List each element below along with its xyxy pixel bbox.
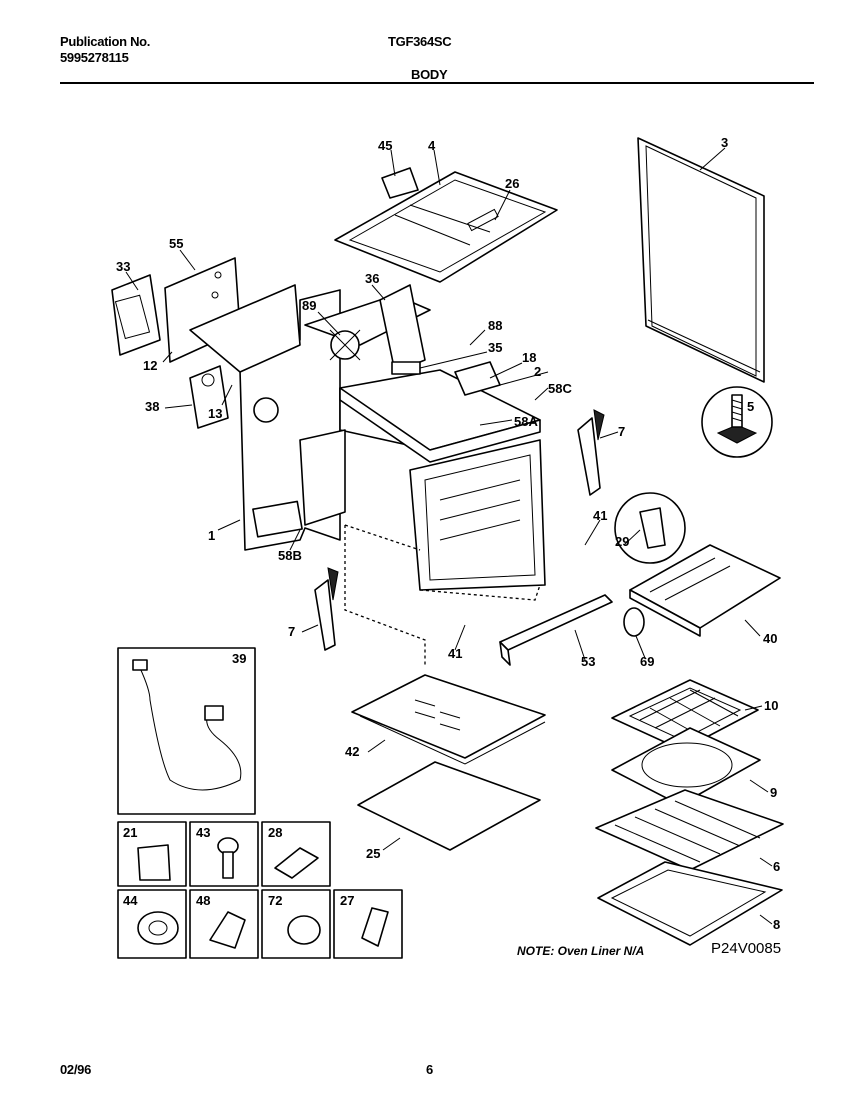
label-10: 10 [764,698,778,713]
rail-part-53 [499,594,613,666]
label-25: 25 [366,846,380,861]
cap-part-69 [623,607,645,637]
label-28: 28 [268,825,282,840]
label-7-right: 7 [618,424,625,439]
label-8: 8 [773,917,780,932]
gasket-part-7-right [577,409,605,496]
label-33: 33 [116,259,130,274]
detail-box-part-21 [117,821,187,887]
detail-box-part-28 [261,821,331,887]
broiler-grid-part-10 [611,679,759,751]
label-7-left: 7 [288,624,295,639]
detail-box-part-43 [189,821,259,887]
insulation-part-38 [189,365,229,429]
label-41-upper: 41 [593,508,607,523]
label-18: 18 [522,350,536,365]
label-1: 1 [208,528,215,543]
label-53: 53 [581,654,595,669]
label-38: 38 [145,399,159,414]
broiler-drawer-part-40 [629,544,781,637]
label-42: 42 [345,744,359,759]
label-45: 45 [378,138,392,153]
label-13: 13 [208,406,222,421]
label-4: 4 [428,138,436,153]
label-27: 27 [340,893,354,908]
broiler-pan-part-9 [611,727,761,806]
label-2: 2 [534,364,541,379]
oven-tray-part-8 [597,861,783,946]
motor-part-89 [329,329,361,361]
side-panel-part-3 [637,137,765,383]
label-40: 40 [763,631,777,646]
burner-bracket-part-35 [391,361,421,375]
label-36: 36 [365,271,379,286]
label-26: 26 [505,176,519,191]
label-6: 6 [773,859,780,874]
label-9: 9 [770,785,777,800]
footer-date: 02/96 [60,1062,92,1077]
model-number: TGF364SC [388,34,452,49]
label-21: 21 [123,825,137,840]
page-number: 6 [426,1062,433,1077]
leveling-leg-part-5 [701,386,773,458]
bottom-panel-part-25 [357,761,541,851]
oven-bottom-part-42 [351,674,546,765]
detail-box-part-44 [117,889,187,959]
publication-number: 5995278115 [60,50,129,65]
gasket-part-7-left [314,567,339,651]
label-58B: 58B [278,548,302,563]
section-title: BODY [411,67,448,82]
part-labels: 45 4 26 3 55 33 36 89 88 35 18 2 58C 12 … [116,135,780,932]
label-29: 29 [615,534,629,549]
label-39: 39 [232,651,246,666]
label-58A: 58A [514,414,538,429]
bracket-part-45 [381,167,419,199]
drawing-code: P24V0085 [711,940,781,957]
label-69: 69 [640,654,654,669]
bracket-part-33 [111,274,161,356]
label-48: 48 [196,893,210,908]
leader-lines [125,147,773,925]
detail-box-part-48 [189,889,259,959]
oven-rack-part-6 [595,789,784,871]
label-43: 43 [196,825,210,840]
clip-part-29-detail [614,492,686,564]
label-88: 88 [488,318,502,333]
label-35: 35 [488,340,502,355]
label-58C: 58C [548,381,572,396]
power-cord-box-part-39 [117,647,256,815]
oven-liner-note: NOTE: Oven Liner N/A [517,944,644,958]
label-89: 89 [302,298,316,313]
label-72: 72 [268,893,282,908]
detail-box-part-27 [333,889,403,959]
detail-box-part-72 [261,889,331,959]
header-rule [60,82,814,84]
label-41-lower: 41 [448,646,462,661]
publication-label: Publication No. [60,34,151,49]
top-panel-part-4 [334,171,558,283]
label-3: 3 [721,135,728,150]
label-5: 5 [747,399,754,414]
oven-body-frame [189,284,546,665]
label-55: 55 [169,236,183,251]
label-44: 44 [123,893,138,908]
label-12: 12 [143,358,157,373]
